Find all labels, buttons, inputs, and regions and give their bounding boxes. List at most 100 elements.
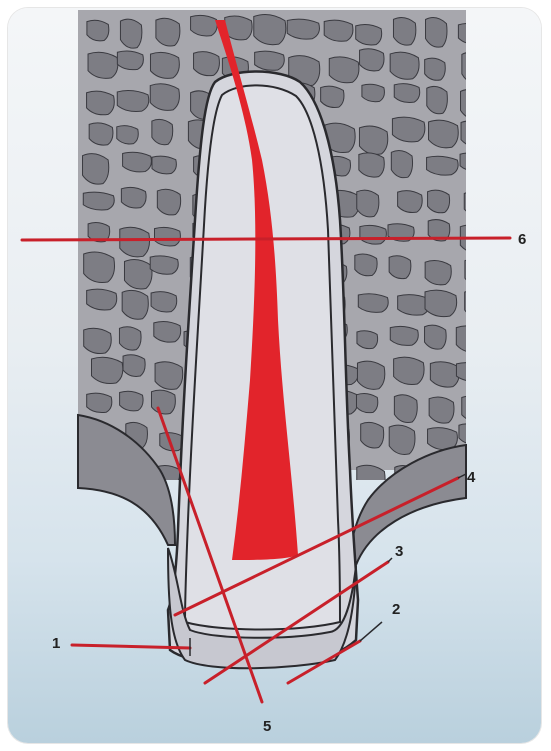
bone-cell xyxy=(120,391,143,411)
bone-cell xyxy=(194,52,220,76)
bone-cell xyxy=(356,394,377,413)
bone-cell xyxy=(425,58,446,80)
bone-cell xyxy=(254,14,286,44)
bone-cell xyxy=(156,18,180,46)
bone-cell xyxy=(465,290,490,318)
bone-cell xyxy=(425,290,457,317)
label-3: 3 xyxy=(395,543,403,560)
bone-cell xyxy=(150,84,179,111)
bone-cell xyxy=(255,51,285,70)
bone-cell xyxy=(154,322,181,343)
bone-cell xyxy=(394,357,424,384)
leader-3 xyxy=(388,558,392,562)
bone-cell xyxy=(154,227,180,246)
bone-cell xyxy=(456,326,485,353)
bone-cell xyxy=(152,119,173,144)
label-2: 2 xyxy=(392,601,400,618)
bone-cell xyxy=(84,252,115,283)
bone-cell xyxy=(459,424,481,444)
bone-cell xyxy=(84,328,112,353)
bone-cell xyxy=(465,259,490,286)
bone-cell xyxy=(117,126,139,144)
label-4: 4 xyxy=(467,469,476,486)
bone-cell xyxy=(461,89,486,119)
bone-cell xyxy=(83,192,114,210)
label-1: 1 xyxy=(52,635,60,652)
bone-cell xyxy=(87,20,109,41)
bone-cell xyxy=(123,152,152,172)
bone-cell xyxy=(152,156,176,174)
bone-cell xyxy=(460,153,485,171)
bone-cell xyxy=(357,331,378,349)
bone-cell xyxy=(458,23,484,44)
bone-cell xyxy=(191,15,218,36)
bone-cell xyxy=(123,355,145,377)
bone-cell xyxy=(360,49,384,71)
bone-cell xyxy=(464,192,491,216)
bone-cell xyxy=(429,397,454,423)
bone-cell xyxy=(462,52,484,82)
bone-cell xyxy=(150,256,178,274)
bone-cell xyxy=(428,190,450,213)
bone-cell xyxy=(157,189,180,215)
bone-cell xyxy=(151,390,175,414)
bone-cell xyxy=(392,117,424,142)
label-5: 5 xyxy=(263,718,271,735)
bone-cell xyxy=(329,57,359,83)
leader-2 xyxy=(360,622,382,641)
bone-cell xyxy=(393,17,415,45)
bone-cell xyxy=(390,52,419,79)
bone-cell xyxy=(87,393,112,412)
bone-cell xyxy=(287,19,319,39)
bone-cell xyxy=(360,225,387,244)
bone-cell xyxy=(151,292,177,312)
bone-cell xyxy=(359,126,387,154)
bone-cell xyxy=(359,153,384,177)
bone-cell xyxy=(117,51,143,70)
bone-cell xyxy=(89,123,113,145)
bone-cell xyxy=(462,396,494,423)
bone-cell xyxy=(456,363,489,382)
bone-cell xyxy=(362,84,385,101)
bone-cell xyxy=(87,91,115,115)
bone-cell xyxy=(429,120,459,148)
bone-cell xyxy=(117,91,149,112)
bone-cell xyxy=(461,121,492,148)
bone-cell xyxy=(430,362,459,387)
bone-cell xyxy=(324,20,353,41)
bone-cell xyxy=(355,254,377,276)
bone-cell xyxy=(425,261,451,285)
bone-cell xyxy=(121,187,146,208)
bone-cell xyxy=(357,190,379,217)
bone-cell xyxy=(391,150,412,177)
bone-cell xyxy=(390,326,418,345)
label-6: 6 xyxy=(518,231,526,248)
bone-cell xyxy=(119,327,141,350)
bone-cell xyxy=(361,422,384,448)
bone-cell xyxy=(321,86,344,107)
bone-cell xyxy=(358,294,388,313)
bone-cell xyxy=(427,156,459,175)
bone-cell xyxy=(394,84,419,103)
bone-cell xyxy=(356,24,382,45)
bone-cell xyxy=(122,290,148,319)
bone-cell xyxy=(83,154,109,184)
bone-cell xyxy=(394,395,417,423)
bone-cell xyxy=(389,425,415,454)
section-line-6 xyxy=(22,238,510,240)
bone-cell xyxy=(120,227,150,257)
bone-cell xyxy=(88,52,118,78)
bone-cell xyxy=(87,289,117,310)
bone-cell xyxy=(124,260,152,289)
bone-cell xyxy=(427,86,448,113)
bone-cell xyxy=(150,52,179,78)
bone-cell xyxy=(398,191,423,213)
bone-cell xyxy=(357,361,384,389)
bone-cell xyxy=(155,362,183,390)
bone-cell xyxy=(389,256,411,279)
bone-cell xyxy=(120,19,141,48)
bone-cell xyxy=(426,18,447,48)
bone-cell xyxy=(425,325,447,349)
bone-cell xyxy=(91,357,122,383)
